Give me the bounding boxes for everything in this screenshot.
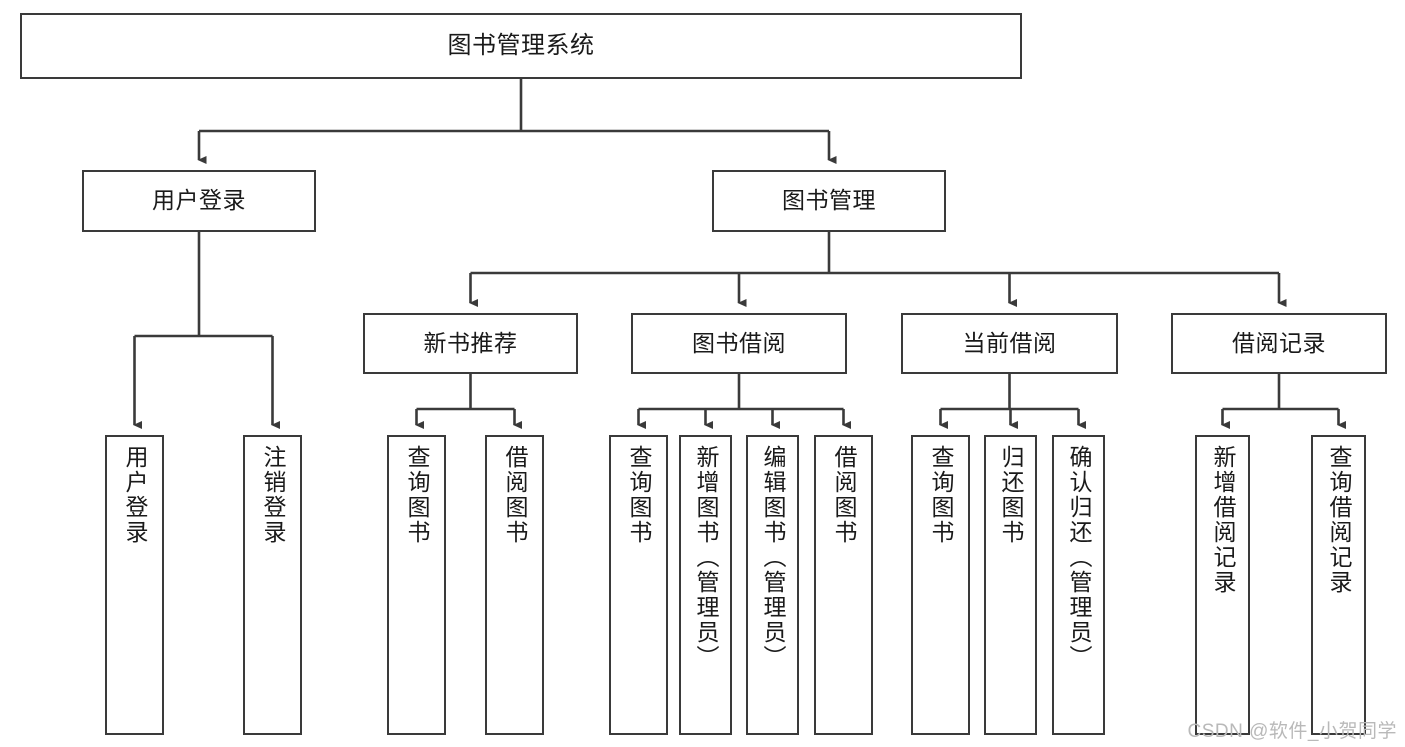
node-book-admin-label: 图书管理 [782, 187, 876, 214]
node-user-login[interactable]: 用户登录 [82, 170, 316, 232]
node-leaf-query-book-3-label: 查询图书 [928, 445, 954, 545]
node-leaf-query-book-2[interactable]: 查询图书 [609, 435, 668, 735]
node-leaf-user-login[interactable]: 用户登录 [105, 435, 164, 735]
node-borrow-record[interactable]: 借阅记录 [1171, 313, 1387, 374]
node-leaf-borrow-book-1[interactable]: 借阅图书 [485, 435, 544, 735]
node-leaf-query-record[interactable]: 查询借阅记录 [1311, 435, 1366, 735]
node-leaf-edit-book-label: 编辑图书（管理员） [760, 445, 786, 670]
node-leaf-user-logout[interactable]: 注销登录 [243, 435, 302, 735]
node-user-login-label: 用户登录 [152, 187, 246, 214]
node-leaf-add-record-label: 新增借阅记录 [1210, 445, 1236, 595]
node-leaf-query-book-1-label: 查询图书 [404, 445, 430, 545]
node-leaf-query-record-label: 查询借阅记录 [1326, 445, 1352, 595]
node-leaf-add-book-label: 新增图书（管理员） [693, 445, 719, 670]
node-leaf-query-book-2-label: 查询图书 [626, 445, 652, 545]
node-leaf-return-book[interactable]: 归还图书 [984, 435, 1037, 735]
node-leaf-borrow-book-2[interactable]: 借阅图书 [814, 435, 873, 735]
node-leaf-borrow-book-2-label: 借阅图书 [831, 445, 857, 545]
node-root[interactable]: 图书管理系统 [20, 13, 1022, 79]
node-leaf-confirm-return[interactable]: 确认归还（管理员） [1052, 435, 1105, 735]
node-leaf-add-record[interactable]: 新增借阅记录 [1195, 435, 1250, 735]
node-new-book-rec-label: 新书推荐 [423, 329, 518, 356]
node-leaf-add-book[interactable]: 新增图书（管理员） [679, 435, 732, 735]
node-leaf-user-login-label: 用户登录 [122, 445, 148, 545]
node-leaf-edit-book[interactable]: 编辑图书（管理员） [746, 435, 799, 735]
node-leaf-borrow-book-1-label: 借阅图书 [502, 445, 528, 545]
node-current-borrow-label: 当前借阅 [962, 329, 1057, 356]
node-book-admin[interactable]: 图书管理 [712, 170, 946, 232]
node-current-borrow[interactable]: 当前借阅 [901, 313, 1118, 374]
node-new-book-rec[interactable]: 新书推荐 [363, 313, 578, 374]
node-leaf-query-book-3[interactable]: 查询图书 [911, 435, 970, 735]
node-leaf-return-book-label: 归还图书 [998, 445, 1024, 545]
node-borrow-record-label: 借阅记录 [1232, 329, 1326, 356]
node-root-label: 图书管理系统 [447, 31, 595, 59]
node-book-borrow[interactable]: 图书借阅 [631, 313, 847, 374]
node-leaf-query-book-1[interactable]: 查询图书 [387, 435, 446, 735]
node-book-borrow-label: 图书借阅 [692, 329, 786, 356]
node-leaf-user-logout-label: 注销登录 [260, 445, 286, 545]
node-leaf-confirm-return-label: 确认归还（管理员） [1066, 445, 1092, 670]
